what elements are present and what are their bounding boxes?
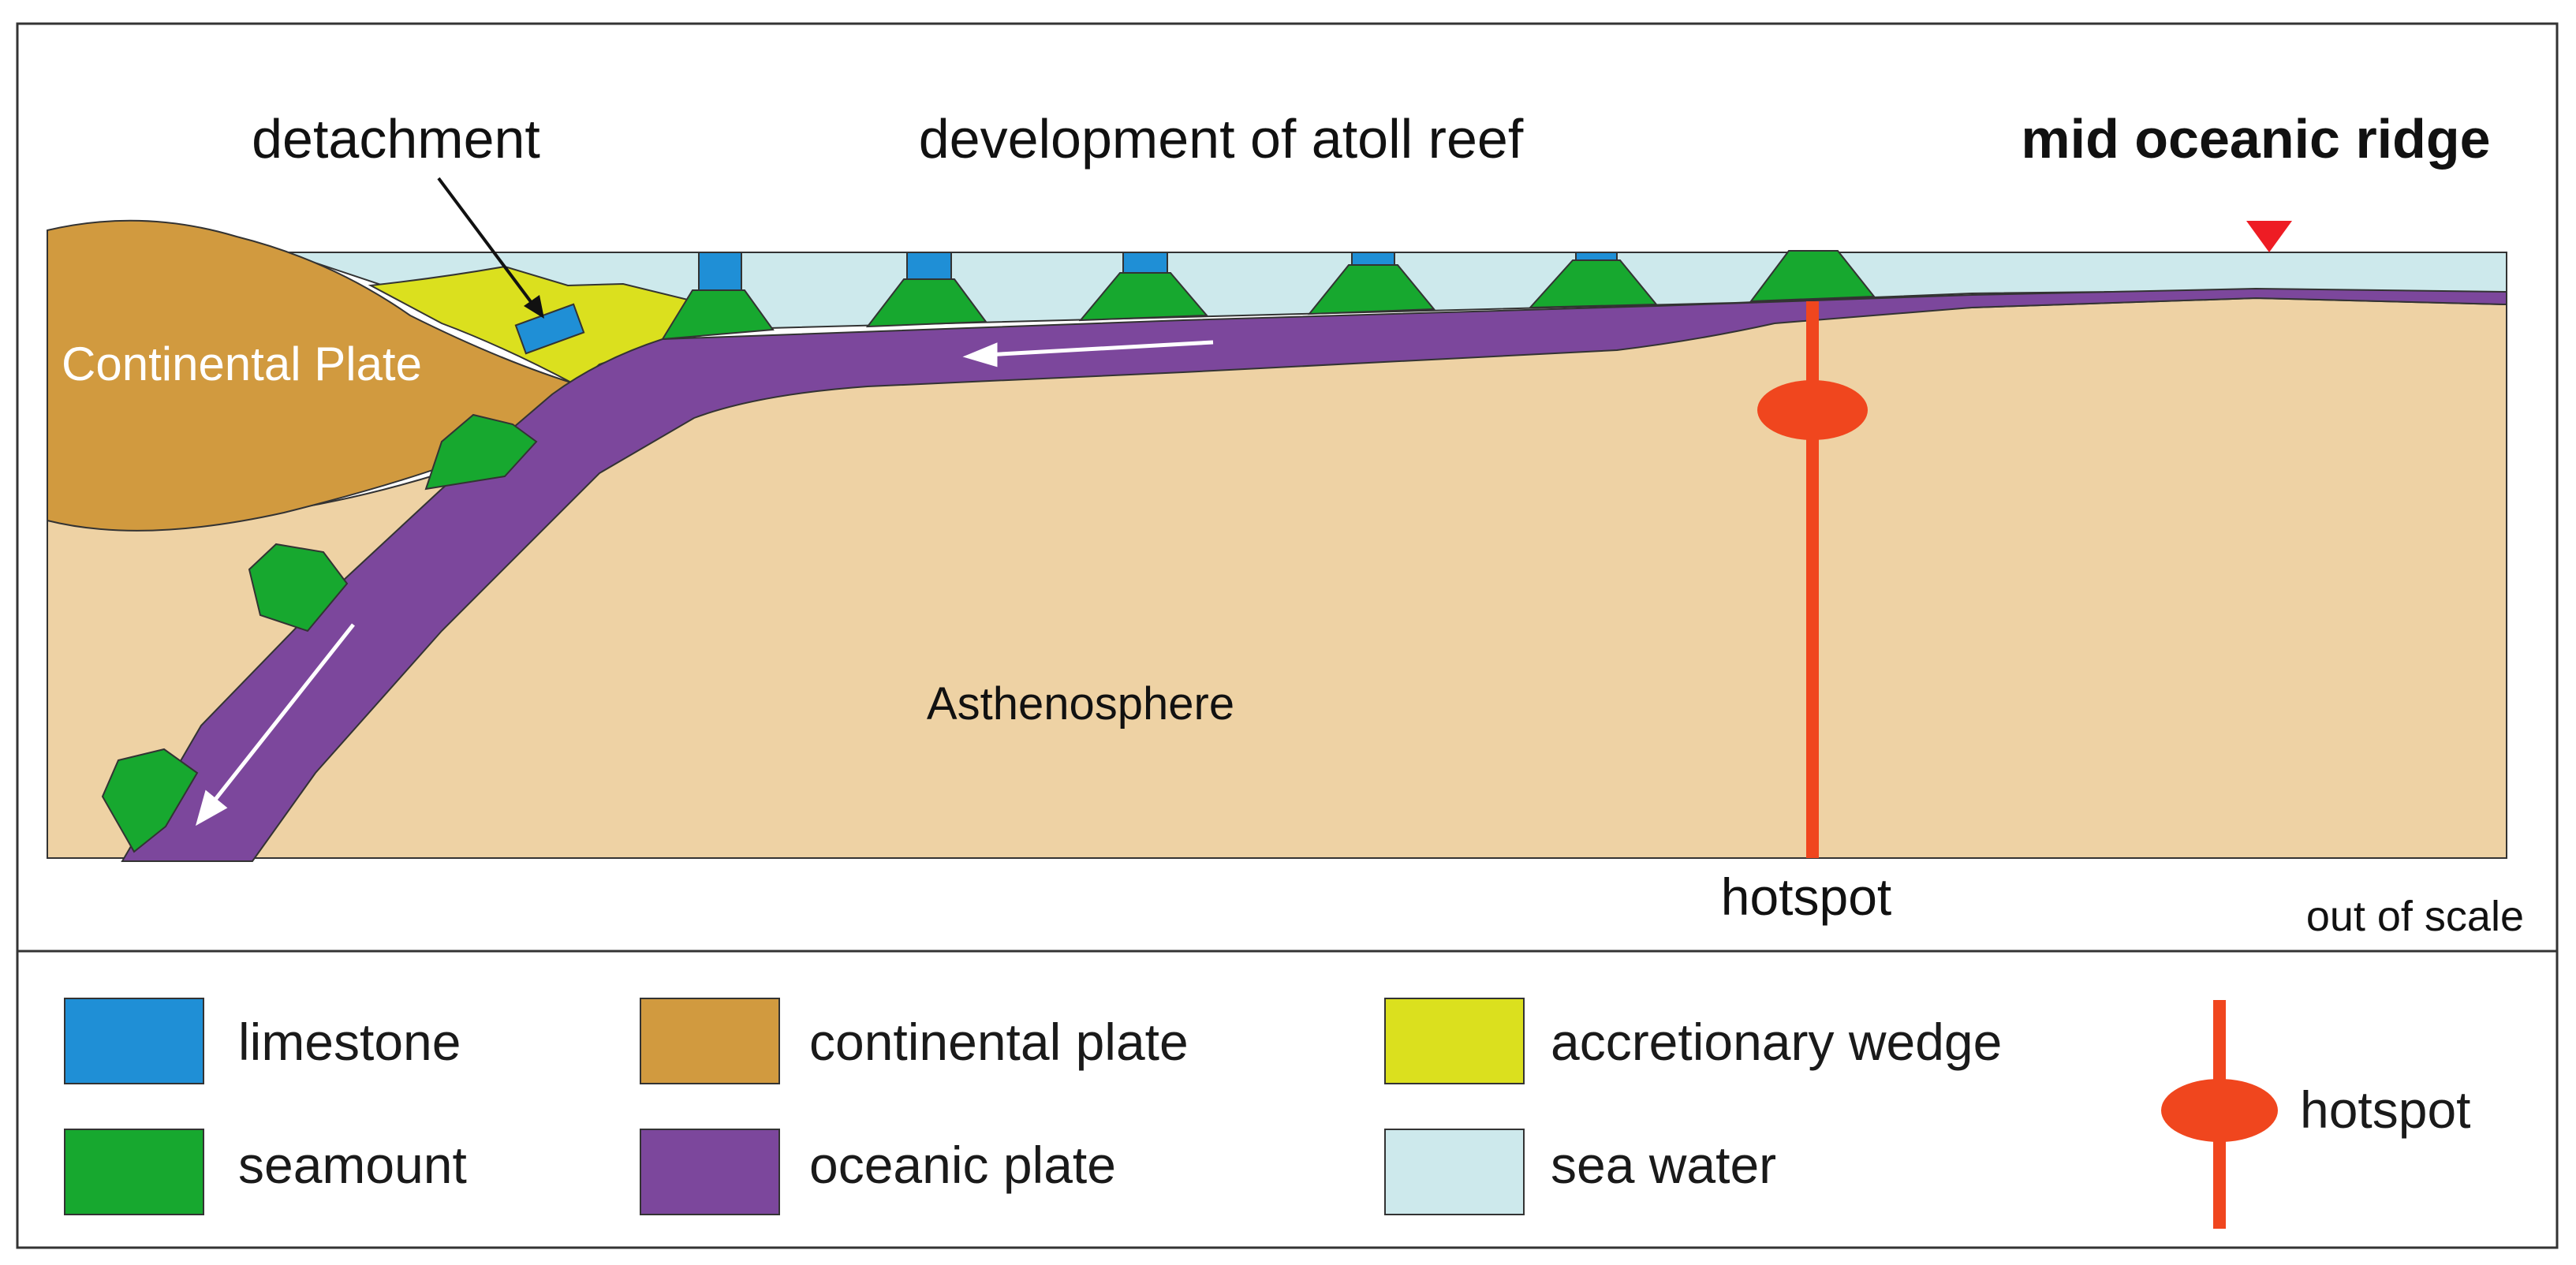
legend-label: accretionary wedge bbox=[1551, 1013, 2002, 1071]
ridge-label: mid oceanic ridge bbox=[2021, 108, 2490, 170]
detachment-pointer bbox=[437, 177, 538, 311]
cross-section: detachment development of atoll reef mid… bbox=[47, 108, 2524, 940]
atoll-reef-label: development of atoll reef bbox=[919, 108, 1524, 170]
limestone-cap bbox=[1575, 252, 1618, 261]
continental-plate-label: Continental Plate bbox=[62, 338, 422, 390]
seamount bbox=[424, 413, 538, 491]
seamount bbox=[661, 289, 775, 341]
legend-item-continental-plate: continental plate bbox=[640, 998, 1189, 1084]
seamount bbox=[1078, 272, 1209, 322]
legend-swatch bbox=[640, 1129, 780, 1215]
oceanic-plate bbox=[121, 287, 2507, 862]
hotspot-chamber bbox=[1757, 380, 1868, 440]
legend-item-sea-water: sea water bbox=[1384, 1129, 1776, 1215]
limestone-cap bbox=[698, 252, 742, 291]
arrow-head bbox=[962, 342, 998, 368]
scale-note: out of scale bbox=[2306, 893, 2524, 940]
ridge-marker-icon bbox=[2246, 221, 2292, 252]
legend-label: hotspot bbox=[2300, 1080, 2471, 1139]
seamount bbox=[1307, 264, 1436, 315]
legend-swatch bbox=[640, 998, 780, 1084]
legend-item-hotspot: hotspot bbox=[2161, 1000, 2471, 1229]
legend-hotspot-icon bbox=[2161, 1079, 2278, 1142]
seamount bbox=[248, 543, 349, 632]
seamounts bbox=[101, 250, 1876, 853]
limestone-cap bbox=[1351, 252, 1395, 266]
seamount bbox=[1749, 250, 1876, 303]
legend: limestone continental plate accretionary… bbox=[64, 998, 2471, 1229]
detachment-block bbox=[514, 303, 585, 355]
legend-item-oceanic-plate: oceanic plate bbox=[640, 1129, 1116, 1215]
legend-swatch bbox=[1384, 998, 1525, 1084]
limestone-cap bbox=[906, 252, 952, 280]
legend-label: oceanic plate bbox=[809, 1136, 1116, 1194]
legend-label: sea water bbox=[1551, 1136, 1776, 1194]
legend-label: seamount bbox=[238, 1136, 467, 1194]
hotspot-plume bbox=[1806, 301, 1819, 858]
limestone-cap bbox=[1122, 252, 1168, 274]
hotspot-label: hotspot bbox=[1721, 868, 1892, 926]
arrow-horizontal bbox=[985, 340, 1214, 357]
legend-swatch bbox=[64, 1129, 204, 1215]
seamount bbox=[101, 748, 199, 853]
seamount bbox=[1528, 259, 1659, 309]
arrow-head bbox=[195, 789, 228, 827]
legend-label: limestone bbox=[238, 1013, 461, 1071]
legend-item-seamount: seamount bbox=[64, 1129, 467, 1215]
legend-label: continental plate bbox=[809, 1013, 1189, 1071]
limestone-caps bbox=[698, 252, 1618, 291]
asthenosphere-label: Asthenosphere bbox=[927, 678, 1234, 730]
legend-swatch bbox=[64, 998, 204, 1084]
detachment-pointer-head bbox=[524, 295, 544, 319]
legend-item-limestone: limestone bbox=[64, 998, 461, 1084]
seamount bbox=[865, 278, 987, 328]
legend-item-accretionary-wedge: accretionary wedge bbox=[1384, 998, 2002, 1084]
plate-motion-arrows bbox=[195, 340, 1214, 827]
arrow-diagonal bbox=[210, 623, 355, 806]
detachment-label: detachment bbox=[252, 108, 540, 170]
legend-swatch bbox=[1384, 1129, 1525, 1215]
